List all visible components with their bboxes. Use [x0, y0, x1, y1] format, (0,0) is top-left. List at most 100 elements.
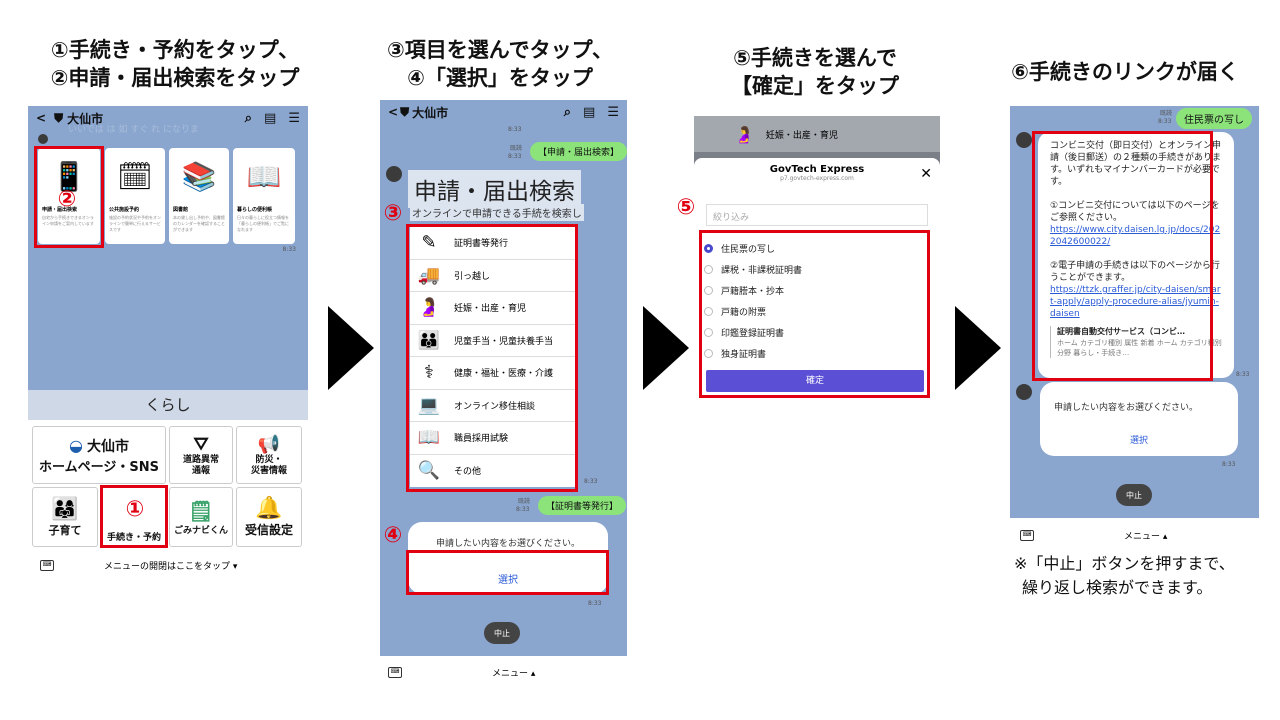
keyboard-icon[interactable]: ⌨ — [40, 560, 54, 571]
card-title: 暮らしの便利帳 — [237, 207, 273, 213]
category-item[interactable]: 🤰妊娠・出産・育児 — [410, 292, 576, 325]
hamburger-icon[interactable]: ☰ — [607, 104, 619, 120]
road-report-tile[interactable]: ⛛ 道路異常 通報 — [169, 426, 233, 484]
disaster-info-tile[interactable]: 📢 防災・ 災害情報 — [236, 426, 302, 484]
select-prompt: 申請したい内容をお選びください。 — [1054, 403, 1199, 413]
next-arrow-2 — [643, 306, 689, 390]
carousel-card-1[interactable]: 📱 申請・届出検索 自宅から手続きできるオンライン申請をご案内しています — [38, 148, 100, 244]
notification-settings-label: 受信設定 — [244, 523, 293, 537]
preview-title: 証明書自動交付サービス（コンビ… — [1057, 327, 1185, 336]
card-title: 公共施設予約 — [109, 207, 140, 213]
note-line1: ※「中止」ボタンを押すまで、 — [1014, 554, 1235, 573]
garbage-navi-tile[interactable]: 🗒 ごみナビくん — [169, 487, 233, 547]
search-icon[interactable]: ⌕ — [244, 110, 253, 126]
highlight-box-1 — [100, 485, 168, 548]
panel2-menu-bar[interactable]: ⌨ メニュー ▴ — [388, 666, 618, 679]
stethoscope-icon: ⚕ — [424, 362, 434, 384]
stop-button[interactable]: 中止 — [484, 622, 520, 644]
bot-avatar — [1016, 132, 1032, 148]
menu-toggle-label[interactable]: メニュー ▴ — [492, 669, 536, 679]
rich-menu-tab-kurashi[interactable]: くらし — [28, 390, 308, 420]
hamburger-icon[interactable]: ☰ — [288, 110, 300, 126]
online-apply-link[interactable]: https://ttzk.graffer.jp/city-daisen/smar… — [1050, 285, 1221, 319]
select-button[interactable]: 選択 — [498, 575, 518, 586]
filter-input[interactable]: 絞り込み — [706, 204, 928, 226]
confirm-button[interactable]: 確定 — [706, 370, 924, 392]
carousel-card-2[interactable]: 🗓 公共施設予約 施設の予約状況や予約をオンラインで簡単に行えるサービスです — [105, 148, 165, 244]
category-item[interactable]: 🔍その他 — [410, 455, 576, 488]
keyboard-icon[interactable]: ⌨ — [1020, 530, 1034, 541]
marker-3: ③ — [383, 200, 403, 226]
category-item[interactable]: ⚕健康・福祉・医療・介護 — [410, 357, 576, 390]
menu-toggle-label[interactable]: メニューの開閉はここをタップ ▾ — [104, 562, 238, 572]
notification-settings-tile[interactable]: 🔔 受信設定 — [236, 487, 302, 547]
panel4-screen: 既読 8:33 住民票の写し コンビニ交付（即日交付）とオンライン申請（後日郵送… — [1010, 106, 1259, 518]
notes-icon[interactable]: ▤ — [583, 104, 596, 120]
category-label: 引っ越し — [454, 271, 491, 282]
category-item[interactable]: ✎ 証明書等発行 — [410, 227, 576, 260]
note-line2: 繰り返し検索ができます。 — [1022, 578, 1213, 597]
family-icon: 👪 — [417, 329, 441, 351]
card-desc: 自宅から手続きできるオンライン申請をご案内しています — [42, 215, 94, 226]
option-item[interactable]: 住民票の写し — [698, 238, 930, 259]
radio-unselected — [704, 307, 713, 316]
stop-button[interactable]: 中止 — [1116, 484, 1152, 506]
select-button[interactable]: 選択 — [1129, 436, 1148, 446]
step3-title: ⑤手続きを選んで 【確定」をタップ — [690, 44, 940, 100]
message-time: 8:33 — [508, 126, 522, 133]
step3-title-line1: ⑤手続きを選んで — [733, 46, 897, 70]
radio-unselected — [704, 349, 713, 358]
search-icon[interactable]: ⌕ — [563, 104, 572, 120]
chat-title: 大仙市 — [67, 111, 104, 126]
library-icon: 📚 — [181, 159, 217, 193]
card-title: 図書館 — [173, 207, 189, 213]
carousel-card-3[interactable]: 📚 図書館 本の貸し出し予約や、図書館のカレンダーを確認することができます — [169, 148, 229, 244]
childcare-label: 子育て — [48, 523, 82, 537]
option-item[interactable]: 戸籍謄本・抄本 — [698, 280, 930, 301]
option-item[interactable]: 独身証明書 — [698, 343, 930, 364]
link-preview[interactable]: 証明書自動交付サービス（コンビ… ホーム カテゴリ種別 属性 新着 ホーム カテ… — [1050, 326, 1222, 358]
option-item[interactable]: 課税・非課税証明書 — [698, 259, 930, 280]
select-prompt-card: 申請したい内容をお選びください。 選択 — [1040, 382, 1238, 456]
card-title: 申請・届出検索 — [42, 207, 78, 213]
childcare-tile[interactable]: 👨‍👩‍👧 子育て — [32, 487, 98, 547]
step1-title-line2: ②申請・届出検索をタップ — [50, 66, 300, 90]
notes-icon[interactable]: ▤ — [264, 110, 277, 126]
message-time: 8:33 — [588, 600, 602, 607]
menu-toggle-label[interactable]: メニュー ▴ — [1124, 532, 1168, 542]
panel4-menu-bar[interactable]: ⌨ メニュー ▴ — [1020, 529, 1250, 542]
option-item[interactable]: 印鑑登録証明書 — [698, 322, 930, 343]
home-sns-tile[interactable]: ◒ 大仙市 ホームページ・SNS — [32, 426, 166, 484]
highlight-box-2 — [34, 146, 104, 248]
note-text: ※「中止」ボタンを押すまで、 繰り返し検索ができます。 — [1014, 552, 1276, 600]
category-label: 証明書等発行 — [454, 239, 509, 250]
carousel-card-4[interactable]: 📖 暮らしの便利帳 日々の暮らしに役立つ情報を「暮らしの便利帳」でご覧になれます — [233, 148, 295, 244]
back-icon[interactable]: < — [388, 105, 399, 119]
category-item[interactable]: 🚚引っ越し — [410, 260, 576, 292]
step1-title: ①手続き・予約をタップ、 ②申請・届出検索をタップ — [30, 36, 320, 92]
read-receipt: 既読 — [1160, 110, 1173, 117]
user-message-selection: 住民票の写し — [1176, 108, 1252, 129]
home-sns-label: ホームページ・SNS — [39, 459, 159, 475]
search-heading: 申請・届出検索 — [408, 170, 581, 208]
keyboard-icon[interactable]: ⌨ — [388, 667, 402, 678]
panel1-header: < ⛊ 大仙市 ⌕ ▤ ☰ — [28, 106, 308, 130]
message-intro: コンビニ交付（即日交付）とオンライン申請（後日郵送）の２種類の手続きがあります。… — [1050, 141, 1222, 187]
next-arrow-1 — [328, 306, 374, 390]
back-icon[interactable]: < — [36, 111, 47, 125]
category-item[interactable]: 📖職員採用試験 — [410, 422, 576, 455]
panel2-header: < ⛊ 大仙市 ⌕ ▤ ☰ — [380, 100, 627, 124]
category-item[interactable]: 💻オンライン移住相談 — [410, 390, 576, 422]
panel1-menu-bar[interactable]: ⌨ メニューの開閉はここをタップ ▾ — [40, 559, 300, 572]
option-label: 印鑑登録証明書 — [721, 329, 785, 339]
category-menu: ✎ 証明書等発行 🚚引っ越し 🤰妊娠・出産・育児 👪児童手当・児童扶養手当 ⚕健康… — [410, 227, 576, 487]
option-item[interactable]: 戸籍の附票 — [698, 301, 930, 322]
highlight-box-4 — [406, 550, 609, 595]
step2-title-line1: ③項目を選んでタップ、 — [386, 38, 614, 62]
bot-avatar — [386, 166, 402, 182]
category-item[interactable]: 👪児童手当・児童扶養手当 — [410, 325, 576, 357]
read-receipt: 既読 — [510, 145, 523, 152]
certificate-icon: ✎ — [421, 232, 437, 254]
convenience-link[interactable]: https://www.city.daisen.lg.jp/docs/20220… — [1050, 225, 1221, 247]
close-icon[interactable]: ✕ — [920, 166, 932, 182]
